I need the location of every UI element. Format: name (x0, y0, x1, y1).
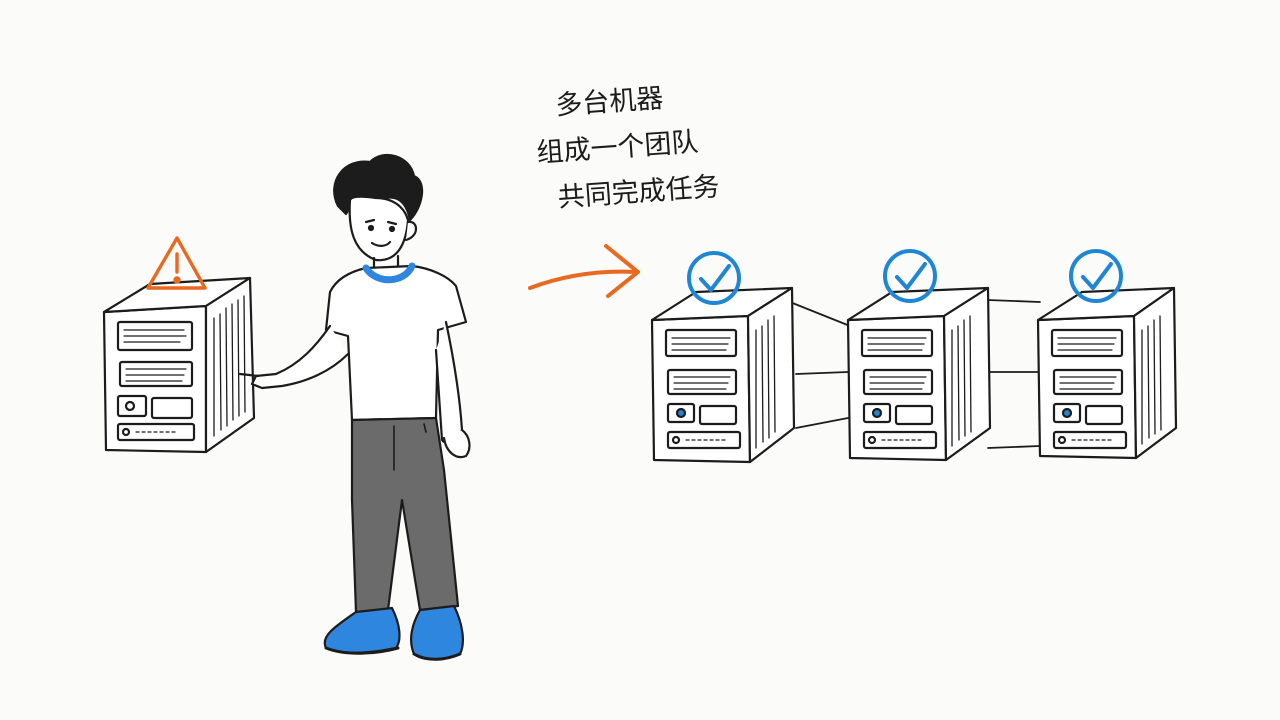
single-server (102, 276, 256, 454)
caption: 多台机器 组成一个团队 共同完成任务 (520, 71, 749, 224)
check-circle-icon (687, 251, 741, 305)
team-server-2 (846, 286, 992, 462)
check-circle-icon (883, 249, 937, 303)
person-figure (238, 153, 471, 661)
arrow-right-icon (528, 244, 640, 298)
check-circle-icon (1069, 249, 1123, 303)
team-server-1 (650, 286, 796, 464)
warning-triangle-icon (146, 236, 207, 290)
server-connections (789, 299, 1041, 449)
team-server-3 (1036, 286, 1178, 460)
